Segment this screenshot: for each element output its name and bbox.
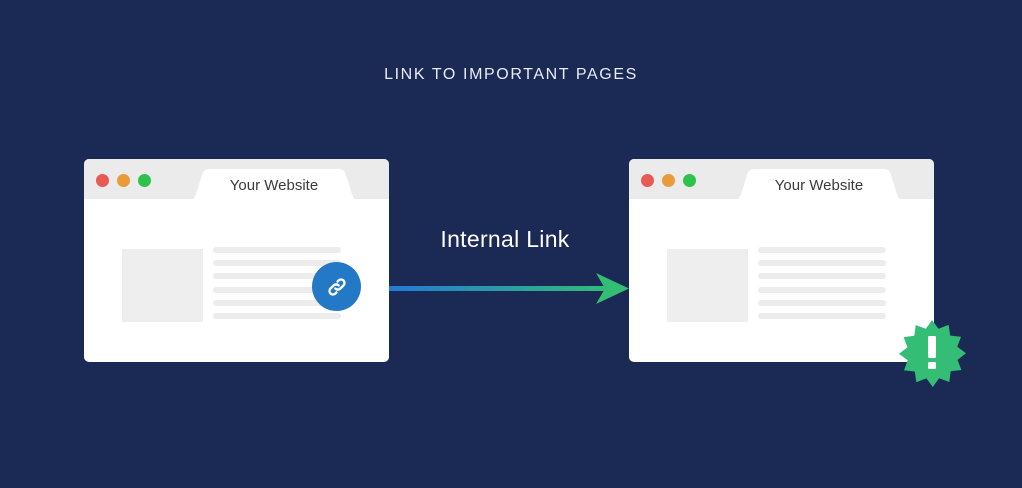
text-line-placeholder bbox=[758, 260, 886, 266]
image-placeholder bbox=[122, 249, 203, 322]
text-line-placeholder bbox=[213, 313, 341, 319]
minimize-dot-icon bbox=[662, 174, 675, 187]
image-placeholder bbox=[667, 249, 748, 322]
maximize-dot-icon bbox=[138, 174, 151, 187]
connector-label: Internal Link bbox=[440, 226, 570, 252]
close-dot-icon bbox=[641, 174, 654, 187]
text-line-placeholder bbox=[758, 273, 886, 279]
source-browser-window: Your Website bbox=[84, 159, 389, 362]
diagram-title: LINK TO IMPORTANT PAGES bbox=[384, 66, 638, 83]
text-line-placeholder bbox=[213, 260, 341, 266]
text-line-placeholder bbox=[758, 247, 886, 253]
minimize-dot-icon bbox=[117, 174, 130, 187]
text-line-placeholder bbox=[213, 300, 341, 306]
text-line-placeholder bbox=[758, 313, 886, 319]
tab-shape bbox=[188, 169, 360, 201]
tab-label: Your Website bbox=[229, 177, 319, 194]
text-line-placeholder bbox=[213, 247, 341, 253]
text-line-placeholder bbox=[213, 273, 341, 279]
link-badge bbox=[312, 262, 361, 311]
tab-shape bbox=[733, 169, 905, 201]
target-browser-window: Your Website bbox=[629, 159, 934, 362]
close-dot-icon bbox=[96, 174, 109, 187]
exclamation-badge-icon bbox=[899, 320, 966, 387]
text-line-placeholder bbox=[758, 300, 886, 306]
browser-tab: Your Website bbox=[188, 169, 360, 201]
browser-tab: Your Website bbox=[733, 169, 905, 201]
arrow-right-icon bbox=[389, 273, 629, 304]
tab-label: Your Website bbox=[774, 177, 864, 194]
maximize-dot-icon bbox=[683, 174, 696, 187]
link-icon bbox=[327, 277, 346, 296]
text-line-placeholder bbox=[758, 287, 886, 293]
text-line-placeholder bbox=[213, 287, 341, 293]
